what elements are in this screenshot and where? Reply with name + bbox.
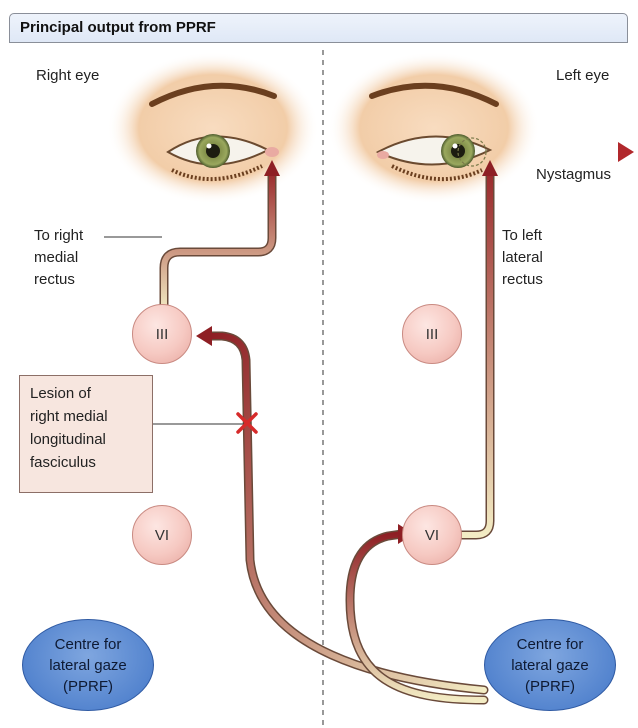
right-eye-label: Right eye: [36, 66, 99, 86]
left-gaze-centre: Centre for lateral gaze (PPRF): [484, 619, 616, 711]
left-abducens-nucleus: VI: [402, 505, 462, 565]
nystagmus-label: Nystagmus: [536, 165, 611, 185]
left-lateral-rectus-pathway: [462, 160, 498, 535]
right-eye-illustration: [107, 52, 319, 204]
left-eye-illustration: [328, 52, 540, 204]
right-oculomotor-nucleus: III: [132, 304, 192, 364]
left-oculomotor-nucleus: III: [402, 304, 462, 364]
lesion-label-box: Lesion of right medial longitudinal fasc…: [19, 375, 153, 493]
left-eye-label: Left eye: [556, 66, 609, 86]
right-medial-rectus-label: To right medial rectus: [34, 226, 83, 290]
right-abducens-nucleus: VI: [132, 505, 192, 565]
left-lateral-rectus-label: To left lateral rectus: [502, 226, 543, 290]
right-gaze-centre: Centre for lateral gaze (PPRF): [22, 619, 154, 711]
